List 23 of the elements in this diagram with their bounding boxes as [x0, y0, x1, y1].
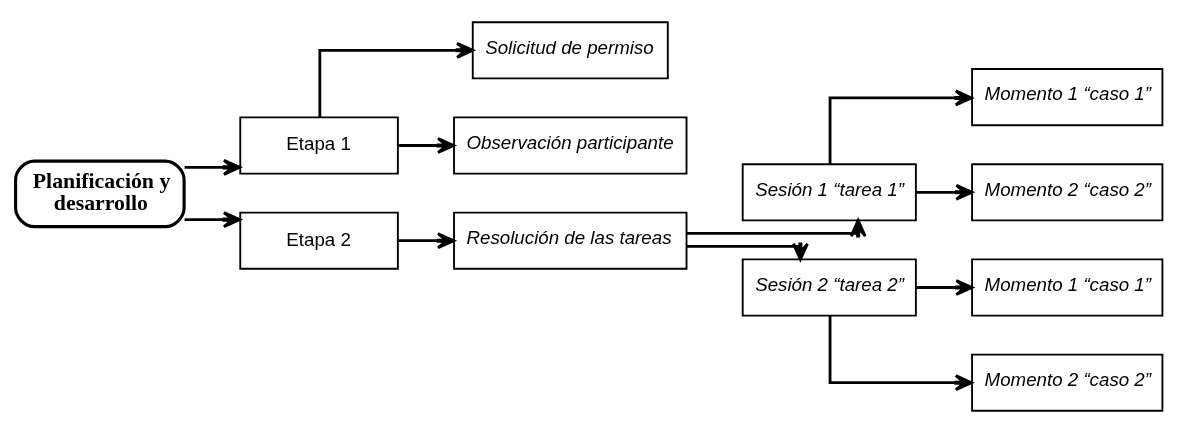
node-box: Etapa 1	[239, 116, 399, 175]
node-box: Sesión 2 “tarea 2”	[741, 257, 917, 316]
arrow	[398, 231, 456, 249]
arrow	[916, 183, 974, 201]
node-box: Momento 2 “caso 2”	[971, 353, 1164, 412]
node-box: Sesión 1 “tarea 1”	[741, 162, 917, 221]
arrow	[184, 158, 241, 176]
node-box: Resolución de las tareas	[453, 211, 688, 270]
arrow	[398, 136, 456, 154]
node-box: Momento 1 “caso 1”	[971, 257, 1164, 316]
node-box: Momento 2 “caso 2”	[971, 162, 1164, 221]
node-box: Etapa 2	[239, 211, 399, 270]
arrow	[828, 315, 973, 391]
arrow	[318, 41, 475, 117]
arrow	[686, 218, 867, 237]
node-box: Observación participante	[453, 116, 688, 175]
arrow	[686, 241, 809, 261]
node-box: Momento 1 “caso 1”	[971, 67, 1164, 126]
arrow	[916, 278, 974, 296]
arrow	[184, 210, 241, 228]
node-box: Solicitud de permiso	[471, 20, 669, 79]
node-box: Planificación y desarrollo	[14, 159, 186, 228]
arrow	[828, 89, 973, 164]
